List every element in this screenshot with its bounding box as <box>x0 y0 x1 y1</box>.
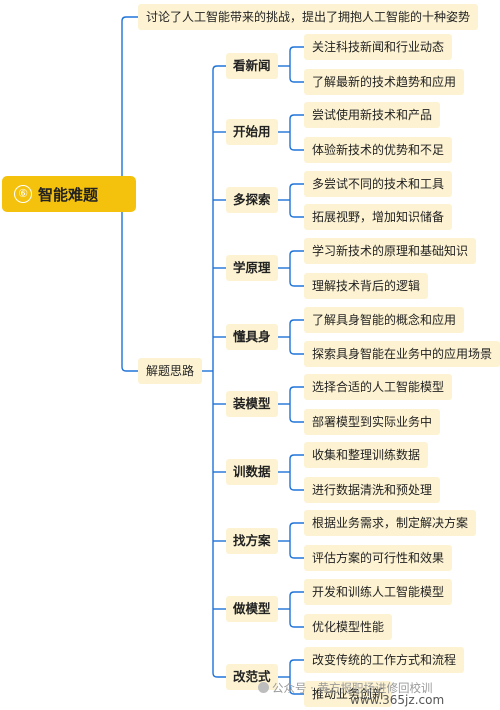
connector <box>289 689 304 695</box>
connector <box>289 250 304 256</box>
leaf-node-6-1[interactable]: 进行数据清洗和预处理 <box>304 477 441 503</box>
leaf-node-6-0[interactable]: 收集和整理训练数据 <box>304 442 429 468</box>
connector <box>289 46 304 52</box>
watermark-text: 公众号 · 黄方报职场进修回校训 <box>272 681 433 695</box>
leaf-node-7-1[interactable]: 评估方案的可行性和效果 <box>304 545 453 571</box>
leaf-node-8-0[interactable]: 开发和训练人工智能模型 <box>304 579 453 605</box>
leaf-node-1-1[interactable]: 体验新技术的优势和不足 <box>304 137 453 163</box>
connector <box>289 485 304 491</box>
leaf-node-5-1[interactable]: 部署模型到实际业务中 <box>304 409 441 435</box>
leaf-node-8-1[interactable]: 优化模型性能 <box>304 614 393 640</box>
leaf-node-2-0[interactable]: 多尝试不同的技术和工具 <box>304 171 453 197</box>
topic-node-3[interactable]: 学原理 <box>226 255 278 281</box>
topic-node-5[interactable]: 装模型 <box>226 391 278 417</box>
connector <box>289 659 304 665</box>
topic-node-8[interactable]: 做模型 <box>226 596 278 622</box>
leaf-node-2-1[interactable]: 拓展视野，增加知识储备 <box>304 204 453 230</box>
topic-node-9[interactable]: 改范式 <box>226 664 278 690</box>
watermark: 公众号 · 黄方报职场进修回校训 <box>258 680 432 696</box>
topic-node-1[interactable]: 开始用 <box>226 119 278 145</box>
connector <box>289 591 304 597</box>
branch-node[interactable]: 解题思路 <box>138 358 203 384</box>
connector <box>212 65 226 71</box>
root-node[interactable]: ⑥ 智能难题 <box>2 176 136 212</box>
connector <box>289 212 304 218</box>
watermark-url: www.365jz.com <box>350 693 445 707</box>
topic-node-6[interactable]: 训数据 <box>226 459 278 485</box>
connector <box>289 281 304 287</box>
leaf-node-0-0[interactable]: 关注科技新闻和行业动态 <box>304 34 453 60</box>
root-number-icon: ⑥ <box>14 185 32 203</box>
connector <box>289 183 304 189</box>
leaf-node-0-1[interactable]: 了解最新的技术趋势和应用 <box>304 69 465 95</box>
connector <box>289 522 304 528</box>
leaf-node-3-1[interactable]: 理解技术背后的逻辑 <box>304 273 429 299</box>
connector <box>289 319 304 325</box>
topic-node-7[interactable]: 找方案 <box>226 528 278 554</box>
connector <box>121 366 138 372</box>
leaf-node-5-0[interactable]: 选择合适的人工智能模型 <box>304 374 453 400</box>
wechat-icon <box>258 682 269 693</box>
connector <box>289 622 304 628</box>
leaf-node-4-1[interactable]: 探索具身智能在业务中的应用场景 <box>304 341 500 367</box>
connector <box>289 77 304 83</box>
connector <box>289 145 304 151</box>
connector <box>289 114 304 120</box>
topic-node-4[interactable]: 懂具身 <box>226 324 278 350</box>
summary-node[interactable]: 讨论了人工智能带来的挑战，提出了拥抱人工智能的十种姿势 <box>138 4 479 30</box>
connector <box>289 553 304 559</box>
connector <box>289 417 304 423</box>
leaf-node-3-0[interactable]: 学习新技术的原理和基础知识 <box>304 238 477 264</box>
leaf-node-9-1[interactable]: 推动业务创新 <box>304 681 393 707</box>
topic-node-2[interactable]: 多探索 <box>226 187 278 213</box>
leaf-node-7-0[interactable]: 根据业务需求，制定解决方案 <box>304 510 477 536</box>
root-title: 智能难题 <box>38 185 99 204</box>
topic-node-0[interactable]: 看新闻 <box>226 53 278 79</box>
connector <box>289 386 304 392</box>
leaf-node-1-0[interactable]: 尝试使用新技术和产品 <box>304 102 441 128</box>
connector <box>121 16 138 22</box>
leaf-node-9-0[interactable]: 改变传统的工作方式和流程 <box>304 647 465 673</box>
connector <box>212 672 226 678</box>
connector <box>289 454 304 460</box>
connector <box>289 349 304 355</box>
leaf-node-4-0[interactable]: 了解具身智能的概念和应用 <box>304 307 465 333</box>
